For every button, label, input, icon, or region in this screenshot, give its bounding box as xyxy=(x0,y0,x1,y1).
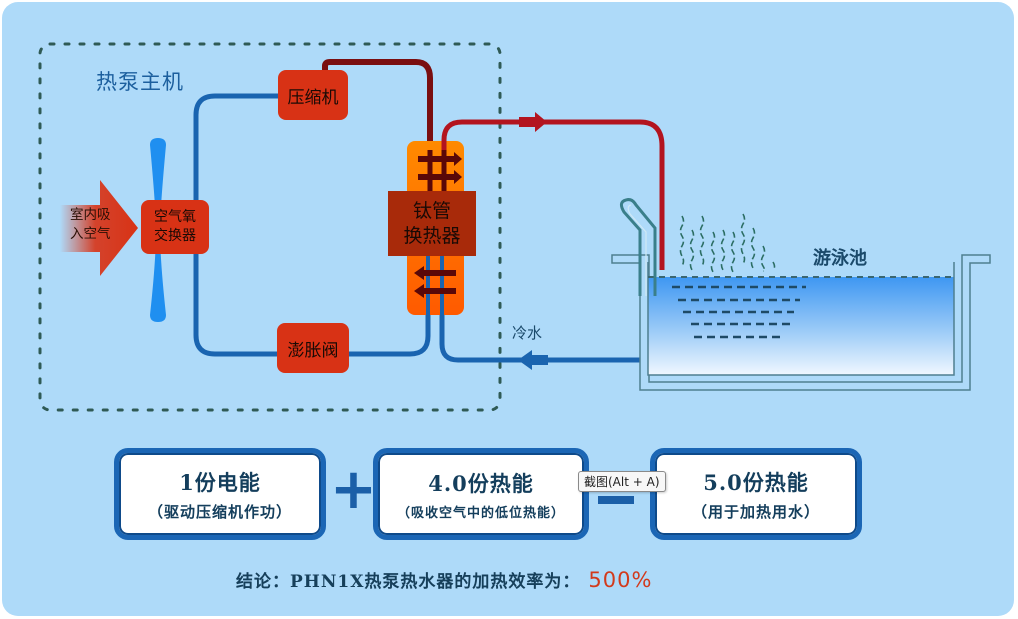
card2-main: 4.0份热能 xyxy=(428,470,534,496)
host-boundary xyxy=(38,42,502,412)
refrigerant-loop-bottom xyxy=(349,256,431,357)
exchanger-arrow-right-2 xyxy=(418,170,462,184)
cold-water-arrow xyxy=(518,350,548,370)
card3-sub: （用于加热用水） xyxy=(691,502,820,521)
pool-ladder xyxy=(619,198,657,296)
pool-inner xyxy=(647,262,955,376)
air-exchanger-line2: 交换器 xyxy=(154,228,196,244)
plus-sign: + xyxy=(330,457,377,522)
pool-ladder-inner xyxy=(627,204,647,296)
conclusion: 结论：PHN1X热泵热水器的加热效率为： 500% xyxy=(236,568,652,593)
exchanger-arrow-right-1 xyxy=(418,152,462,166)
host-title: 热泵主机 xyxy=(96,70,184,94)
screenshot-tooltip: 截图(Alt + A) xyxy=(578,471,666,492)
cold-water-label: 冷水 xyxy=(512,324,543,342)
cold-water-pipe xyxy=(439,315,642,363)
air-exchanger-line1: 空气氧 xyxy=(154,209,196,226)
air-heat-card: 4.0份热能 （吸收空气中的低位热能） xyxy=(373,448,589,540)
pool-water xyxy=(648,277,954,375)
hot-water-pipe xyxy=(441,119,665,270)
efficiency-value: 500% xyxy=(588,568,653,592)
water-ripples xyxy=(672,285,806,339)
card1-main: 1份电能 xyxy=(179,469,261,495)
pool-label: 游泳池 xyxy=(813,248,867,269)
card3-main: 5.0份热能 xyxy=(703,469,809,495)
card2-sub: （吸收空气中的低位热能） xyxy=(396,505,565,521)
intake-arrow xyxy=(60,180,138,276)
titanium-exchanger: 钛管 换热器 xyxy=(388,191,476,256)
conclusion-text: 结论：PHN1X热泵热水器的加热效率为： xyxy=(236,572,581,592)
expansion-valve: 澎胀阀 xyxy=(277,323,349,373)
hot-water-arrow xyxy=(519,112,547,132)
air-exchanger: 空气氧 交换器 xyxy=(141,200,209,254)
exchanger-arrow-left-2 xyxy=(414,284,456,298)
compressor: 压缩机 xyxy=(278,70,348,120)
intake-label-line1: 室内吸 xyxy=(70,207,111,223)
hot-refrigerant-pipe xyxy=(322,59,433,191)
steam-lines xyxy=(679,213,776,273)
titanium-exchanger-line2: 换热器 xyxy=(403,224,461,247)
exchanger-arrow-left-1 xyxy=(414,266,456,280)
titanium-exchanger-line1: 钛管 xyxy=(412,199,451,222)
card1-sub: （驱动压缩机作功） xyxy=(147,502,292,521)
intake-label-line2: 入空气 xyxy=(70,225,111,242)
intake-label: 室内吸 入空气 xyxy=(70,206,111,244)
minus-sign xyxy=(598,496,634,504)
output-heat-card: 5.0份热能 （用于加热用水） xyxy=(650,448,862,540)
electric-energy-card: 1份电能 （驱动压缩机作功） xyxy=(114,448,326,540)
